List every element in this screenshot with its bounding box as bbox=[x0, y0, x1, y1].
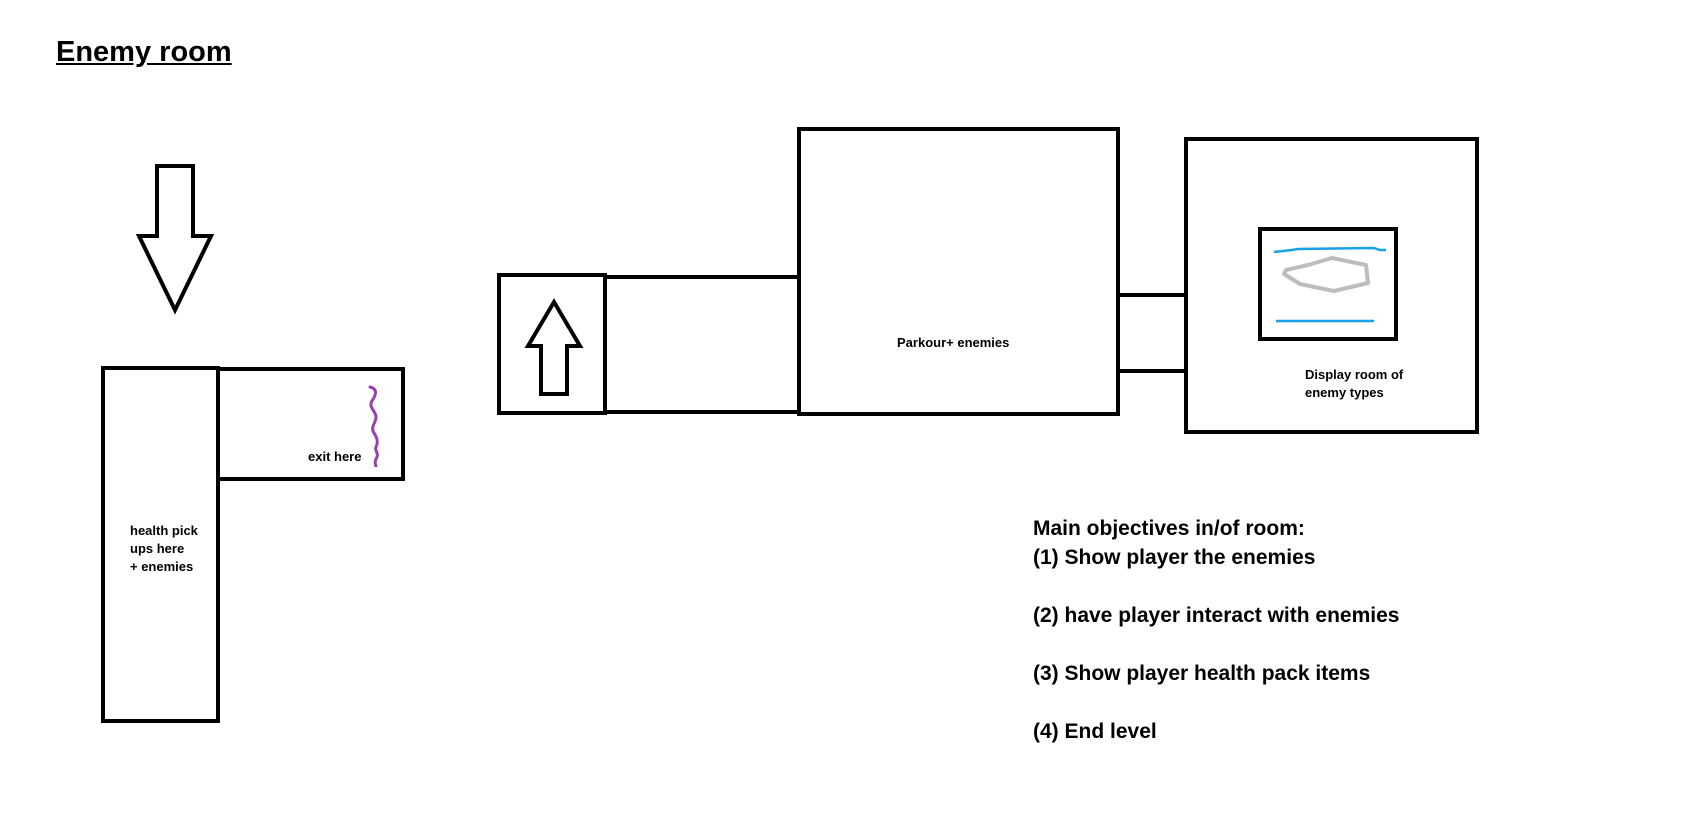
objective-item-3: (3) Show player health pack items bbox=[1033, 662, 1371, 685]
health-pickup-room bbox=[101, 366, 220, 723]
parkour-label: Parkour+ enemies bbox=[897, 335, 1010, 350]
arrow-down-icon bbox=[135, 164, 215, 315]
objectives-heading: Main objectives in/of room: bbox=[1033, 517, 1305, 540]
display-room bbox=[1184, 137, 1479, 434]
enemy-display-case bbox=[1258, 227, 1398, 341]
exit-marker-icon bbox=[368, 385, 379, 467]
health-room-label: health pick ups here + enemies bbox=[130, 522, 198, 576]
arrow-up-icon bbox=[524, 298, 584, 396]
enemy-display-shape bbox=[1273, 246, 1386, 323]
objective-item-1: (1) Show player the enemies bbox=[1033, 546, 1316, 569]
objective-item-2: (2) have player interact with enemies bbox=[1033, 604, 1400, 627]
exit-room bbox=[216, 367, 405, 481]
display-label-line1: Display room of bbox=[1305, 367, 1404, 382]
health-room-label-line2: ups here bbox=[130, 541, 185, 556]
health-room-label-line1: health pick bbox=[130, 523, 198, 538]
corridor bbox=[603, 275, 801, 414]
objective-item-4: (4) End level bbox=[1033, 720, 1157, 743]
page-title: Enemy room bbox=[56, 36, 232, 68]
health-room-label-line3: + enemies bbox=[130, 559, 194, 574]
parkour-room bbox=[797, 127, 1120, 416]
connector-passage bbox=[1116, 293, 1188, 373]
exit-label: exit here bbox=[308, 449, 362, 464]
display-label-line2: enemy types bbox=[1305, 385, 1384, 400]
objectives-list: Main objectives in/of room: (1) Show pla… bbox=[1033, 514, 1399, 746]
display-room-label: Display room of enemy types bbox=[1305, 366, 1403, 402]
